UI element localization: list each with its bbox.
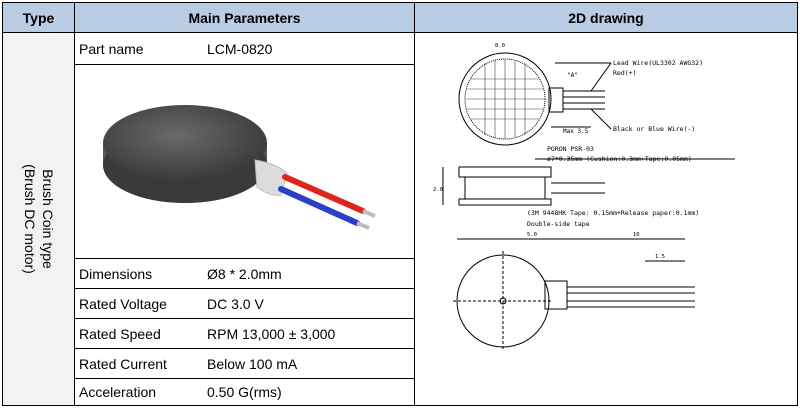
- label-poron: PORON PSR-03: [547, 145, 594, 153]
- drawing-svg: "A" Lead Wire(UL3302 AWG32) Red(+) Black…: [433, 43, 735, 351]
- technical-drawing: "A" Lead Wire(UL3302 AWG32) Red(+) Black…: [415, 33, 797, 405]
- row-part-name: Part name LCM-0820: [75, 33, 415, 65]
- part-name-value: LCM-0820: [207, 40, 273, 57]
- label-dim-height: 2.0: [433, 187, 443, 193]
- label-double-side: Double-side tape: [527, 220, 590, 228]
- label-dim-top: 8.0: [495, 43, 505, 49]
- label-red: Red(+): [613, 69, 636, 77]
- header-type: Type: [3, 3, 75, 33]
- row-rated-current: Rated Current Below 100 mA: [75, 349, 415, 379]
- type-text: Brush Coin type (Brush DC motor): [21, 39, 57, 399]
- label-3m-tape: (3M 9448HK Tape: 0.15mm+Release paper:0.…: [527, 209, 699, 217]
- type-line-1: Brush Coin type: [39, 169, 56, 269]
- header-2d-drawing: 2D drawing: [415, 3, 797, 33]
- row-dimensions: Dimensions Ø8 * 2.0mm: [75, 259, 415, 289]
- type-cell: Brush Coin type (Brush DC motor): [3, 33, 75, 405]
- part-name-label: Part name: [79, 40, 144, 57]
- param-label: Rated Speed: [79, 325, 161, 342]
- row-rated-speed: Rated Speed RPM 13,000 ± 3,000: [75, 319, 415, 349]
- label-dim-small: 1.5: [655, 254, 665, 260]
- label-dim-left: 5.0: [527, 232, 537, 238]
- row-acceleration: Acceleration 0.50 G(rms): [75, 379, 415, 405]
- param-value: 0.50 G(rms): [207, 384, 282, 400]
- param-label: Rated Current: [79, 355, 167, 372]
- param-label: Acceleration: [79, 384, 157, 400]
- label-lead-wire: Lead Wire(UL3302 AWG32): [613, 59, 703, 67]
- label-dim-right: 10: [633, 232, 640, 238]
- label-a: "A": [567, 72, 578, 79]
- param-value: Below 100 mA: [207, 355, 298, 372]
- label-black-blue: Black or Blue Wire(-): [613, 125, 695, 133]
- coin-motor-image: [103, 105, 376, 230]
- row-rated-voltage: Rated Voltage DC 3.0 V: [75, 289, 415, 319]
- param-label: Rated Voltage: [79, 295, 167, 312]
- param-value: DC 3.0 V: [207, 295, 264, 312]
- param-label: Dimensions: [79, 265, 153, 282]
- param-value: RPM 13,000 ± 3,000: [207, 325, 336, 342]
- header-main-parameters: Main Parameters: [75, 3, 415, 33]
- type-line-2: (Brush DC motor): [21, 164, 38, 274]
- label-max: Max 3.5: [563, 128, 589, 135]
- param-value: Ø8 * 2.0mm: [207, 265, 282, 282]
- motor-photo: [75, 65, 415, 259]
- label-cushion: ø7*0.35mm (Cushion:0.3mm+Tape:0.05mm): [547, 155, 692, 163]
